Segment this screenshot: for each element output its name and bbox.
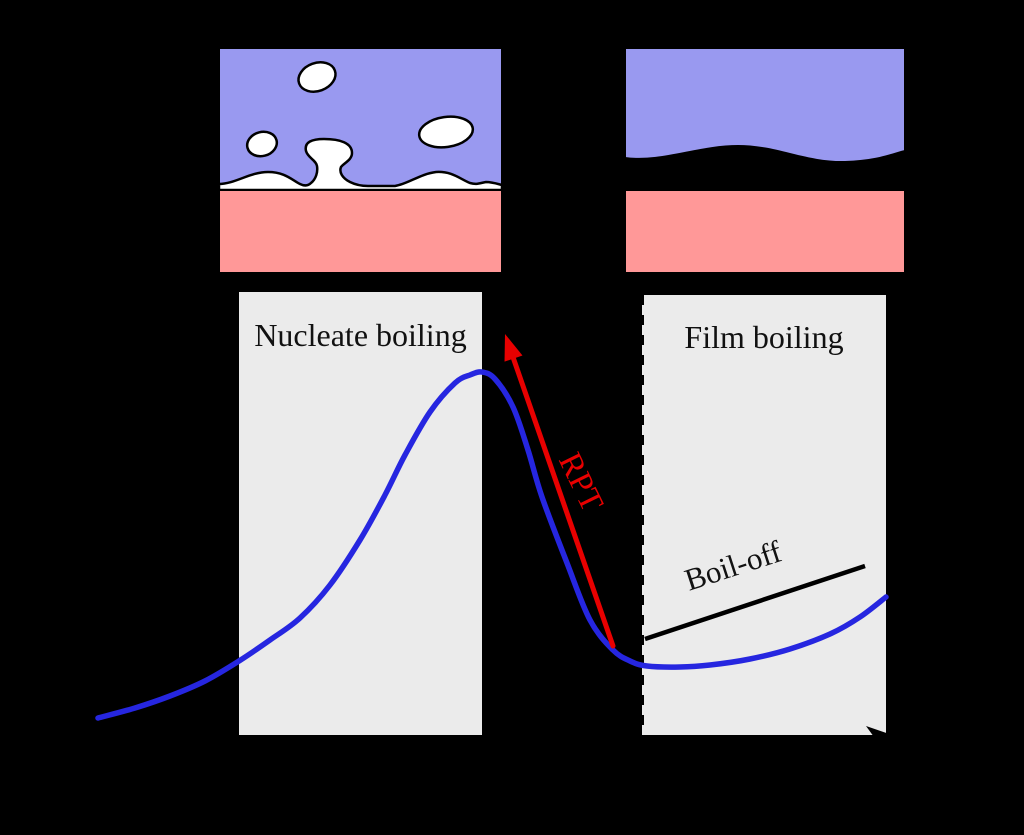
nucleate-boiling-illustration [217,47,504,274]
film-region-box [640,295,886,735]
liquid-region-wavy-bottom [624,47,906,164]
nucleate-boiling-label: Nucleate boiling [254,317,467,353]
rpt-label: RPT [551,447,610,518]
heated-surface [218,189,503,274]
nucleate-region-box [239,292,482,735]
film-region-dashed-border [640,295,644,735]
film-boiling-illustration [624,47,906,274]
surface-vapor-bubbles [217,137,504,192]
vapor-bubble [297,61,337,93]
vapor-bubble [417,115,475,149]
rpt-arrowhead-icon [504,334,523,362]
liquid-region [218,47,503,191]
film-boiling-label: Film boiling [684,319,844,355]
vapor-bubble [245,130,279,158]
heated-surface [624,189,906,274]
